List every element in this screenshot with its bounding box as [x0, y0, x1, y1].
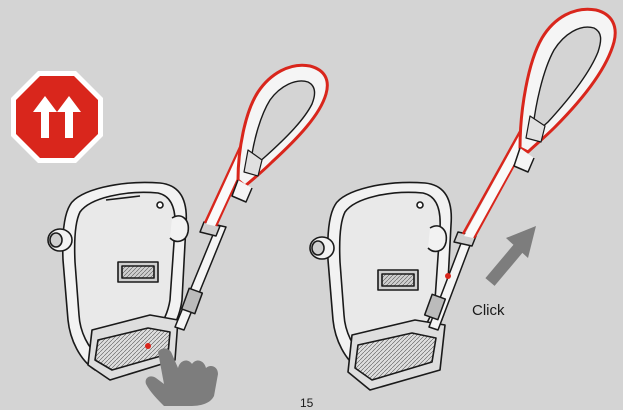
lock-point-marker [445, 273, 451, 279]
handle-loop-left [232, 65, 327, 202]
seat-right [310, 182, 451, 390]
release-point-marker [145, 343, 151, 349]
double-up-arrow-octagon-icon [11, 71, 103, 163]
page-number: 15 [300, 396, 313, 410]
click-instruction-label: Click [472, 302, 505, 319]
handle-loop-right [514, 9, 615, 172]
up-right-arrow-icon [490, 226, 536, 282]
